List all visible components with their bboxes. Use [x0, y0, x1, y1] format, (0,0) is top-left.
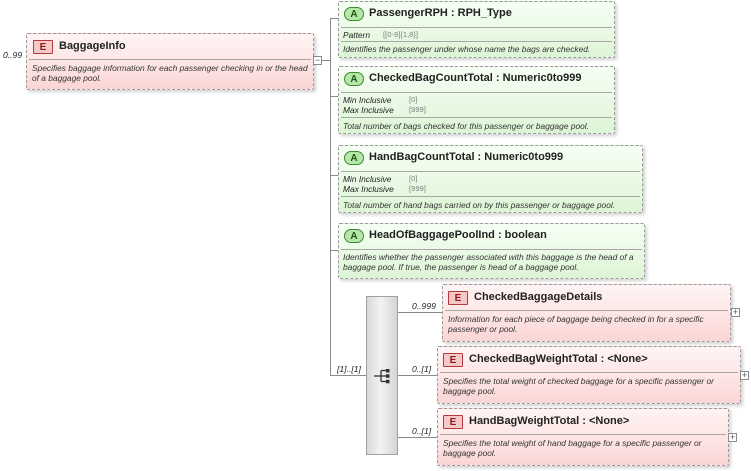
- element-doc: Information for each piece of baggage be…: [448, 314, 704, 334]
- separator: [29, 59, 311, 60]
- separator: [341, 249, 642, 250]
- attribute-badge: A: [344, 229, 364, 243]
- attribute-headofbaggagepoolind[interactable]: A HeadOfBaggagePoolInd : boolean Identif…: [338, 223, 645, 279]
- element-checkedbaggagedetails[interactable]: E CheckedBaggageDetails Information for …: [442, 284, 731, 342]
- element-title: HandBagWeightTotal : <None>: [469, 415, 630, 427]
- element-badge: E: [448, 291, 468, 305]
- sequence-compositor[interactable]: [366, 296, 398, 455]
- facet-value: [0]: [409, 174, 418, 183]
- attribute-passengerrph[interactable]: A PassengerRPH : RPH_Type Pattern [[0-9]…: [338, 1, 615, 58]
- attribute-handbagcounttotal[interactable]: A HandBagCountTotal : Numeric0to999 Min …: [338, 145, 643, 213]
- element-checkedbagweighttotal[interactable]: E CheckedBagWeightTotal : <None> Specifi…: [437, 346, 741, 404]
- facet-key: Min Inclusive: [343, 174, 392, 184]
- child-cardinality: 0..[1]: [412, 426, 432, 436]
- element-doc: Specifies the total weight of checked ba…: [443, 376, 714, 396]
- attribute-title: HandBagCountTotal : Numeric0to999: [369, 151, 564, 163]
- facet-value: [999]: [409, 105, 426, 114]
- attribute-title: PassengerRPH : RPH_Type: [369, 7, 512, 19]
- element-handbagweighttotal[interactable]: E HandBagWeightTotal : <None> Specifies …: [437, 408, 729, 466]
- attribute-doc: Identifies the passenger under whose nam…: [343, 44, 591, 54]
- facet-value: [0]: [409, 95, 418, 104]
- connector-child-1: [398, 312, 442, 313]
- separator: [440, 434, 726, 435]
- separator: [341, 92, 612, 93]
- connector-attr-3: [330, 175, 339, 176]
- attribute-badge: A: [344, 72, 364, 86]
- connector-child-3: [398, 437, 437, 438]
- collapse-button[interactable]: −: [313, 55, 322, 65]
- facet-key: Pattern: [343, 30, 371, 40]
- expand-button[interactable]: +: [728, 432, 737, 442]
- element-doc: Specifies the total weight of hand bagga…: [443, 438, 702, 458]
- connector-attr-2: [330, 96, 339, 97]
- element-badge: E: [443, 415, 463, 429]
- root-to-trunk-line: [313, 60, 331, 61]
- facet-key: Min Inclusive: [343, 95, 392, 105]
- connector-attr-1: [330, 18, 339, 19]
- separator: [341, 41, 612, 42]
- element-baggageinfo[interactable]: E BaggageInfo Specifies baggage informat…: [26, 33, 314, 90]
- separator: [440, 372, 738, 373]
- facet-value: [[0-9]{1,8}]: [383, 30, 419, 39]
- connector-child-2: [398, 375, 437, 376]
- element-title: CheckedBaggageDetails: [474, 291, 603, 303]
- child-cardinality: 0..999: [412, 301, 436, 311]
- sequence-cardinality: [1]..[1]: [337, 364, 361, 374]
- facet-value: [999]: [409, 184, 426, 193]
- connector-sequence: [330, 375, 366, 376]
- element-badge: E: [33, 40, 53, 54]
- attribute-checkedbagcounttotal[interactable]: A CheckedBagCountTotal : Numeric0to999 M…: [338, 66, 615, 134]
- facet-key: Max Inclusive: [343, 105, 394, 115]
- attribute-doc: Identifies whether the passenger associa…: [343, 252, 634, 272]
- attribute-title: HeadOfBaggagePoolInd : boolean: [369, 229, 547, 241]
- facet-key: Max Inclusive: [343, 184, 394, 194]
- element-badge: E: [443, 353, 463, 367]
- element-doc: Specifies baggage information for each p…: [32, 63, 308, 83]
- expand-button[interactable]: +: [740, 370, 749, 380]
- expand-button[interactable]: +: [731, 307, 740, 317]
- root-cardinality: 0..99: [3, 50, 23, 60]
- sequence-icon: [374, 369, 390, 384]
- element-name: BaggageInfo: [59, 40, 126, 52]
- separator: [445, 310, 728, 311]
- connector-attr-4: [330, 250, 339, 251]
- attribute-doc: Total number of hand bags carried on by …: [343, 200, 616, 210]
- separator: [341, 171, 640, 172]
- attribute-title: CheckedBagCountTotal : Numeric0to999: [369, 72, 582, 84]
- attribute-badge: A: [344, 151, 364, 165]
- separator: [341, 117, 612, 118]
- child-cardinality: 0..[1]: [412, 364, 432, 374]
- trunk-line: [330, 18, 331, 375]
- attribute-doc: Total number of bags checked for this pa…: [343, 121, 589, 131]
- separator: [341, 27, 612, 28]
- separator: [341, 196, 640, 197]
- element-title: CheckedBagWeightTotal : <None>: [469, 353, 648, 365]
- attribute-badge: A: [344, 7, 364, 21]
